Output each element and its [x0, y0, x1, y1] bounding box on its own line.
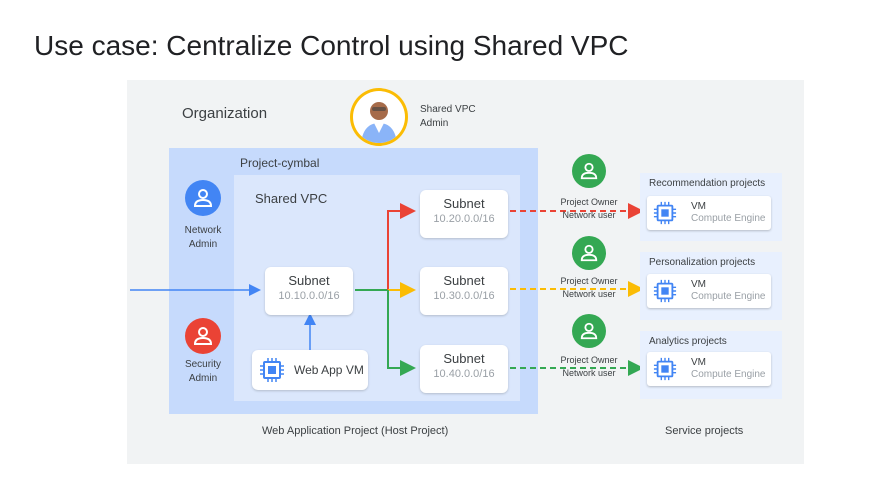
- person-icon: [580, 322, 598, 340]
- host-project-caption: Web Application Project (Host Project): [262, 425, 449, 437]
- subnet-1-label: Subnet: [443, 196, 485, 211]
- subnet-card-3: Subnet 10.40.0.0/16: [420, 345, 508, 393]
- branch-green: [387, 290, 416, 376]
- person-icon: [193, 327, 213, 345]
- project-owner-avatar-3: [572, 314, 606, 348]
- chip-icon: [653, 279, 677, 303]
- branch-red: [387, 203, 416, 290]
- service-project-name-1: Recommendation projects: [649, 178, 766, 189]
- subnet-card-1: Subnet 10.20.0.0/16: [420, 190, 508, 238]
- subnet-3-cidr: 10.40.0.0/16: [433, 368, 495, 380]
- project-owner-avatar-2: [572, 236, 606, 270]
- slide-title: Use case: Centralize Control using Share…: [34, 30, 629, 61]
- subnet-2-label: Subnet: [443, 273, 485, 288]
- network-admin-line1: Network: [184, 225, 222, 236]
- admin-label-line2: Admin: [420, 118, 449, 129]
- service-vm-label-1: VM: [691, 201, 706, 212]
- subnet-card-2: Subnet 10.30.0.0/16: [420, 267, 508, 315]
- service-vm-label-3: VM: [691, 357, 706, 368]
- admin-person-icon: [361, 102, 397, 143]
- chip-icon: [653, 201, 677, 225]
- role-label-3-line2: Network user: [562, 368, 616, 378]
- role-label-3-line1: Project Owner: [560, 355, 618, 365]
- role-label-1: Project Owner Network user: [551, 196, 627, 222]
- role-label-1-line1: Project Owner: [560, 197, 618, 207]
- role-label-2-line1: Project Owner: [560, 276, 618, 286]
- admin-label: Shared VPC Admin: [420, 103, 476, 131]
- service-project-name-3: Analytics projects: [649, 336, 727, 347]
- person-icon: [193, 189, 213, 207]
- network-admin-line2: Admin: [188, 239, 218, 250]
- web-app-vm-card: Web App VM: [252, 350, 368, 390]
- service-engine-label-1: Compute Engine: [691, 213, 766, 224]
- service-engine-label-2: Compute Engine: [691, 291, 766, 302]
- security-admin-line2: Admin: [188, 373, 218, 384]
- network-admin-avatar: [185, 180, 221, 216]
- role-label-1-line2: Network user: [562, 210, 616, 220]
- network-admin-label: Network Admin: [178, 224, 228, 252]
- security-admin-label: Security Admin: [178, 358, 228, 386]
- security-admin-line1: Security: [184, 359, 222, 370]
- main-subnet-cidr: 10.10.0.0/16: [278, 290, 340, 302]
- main-subnet-card: Subnet 10.10.0.0/16: [265, 267, 353, 315]
- service-engine-label-3: Compute Engine: [691, 369, 766, 380]
- subnet-2-cidr: 10.30.0.0/16: [433, 290, 495, 302]
- service-projects-caption: Service projects: [665, 425, 744, 437]
- web-app-vm-label: Web App VM: [294, 363, 364, 377]
- shared-vpc-label: Shared VPC: [255, 191, 328, 206]
- subnet-3-label: Subnet: [443, 351, 485, 366]
- service-vm-card-2: VM Compute Engine: [647, 274, 771, 308]
- person-icon: [580, 244, 598, 262]
- chip-icon: [260, 358, 284, 382]
- service-project-name-2: Personalization projects: [649, 257, 756, 268]
- main-subnet-label: Subnet: [288, 273, 330, 288]
- project-owner-avatar-1: [572, 154, 606, 188]
- organization-label: Organization: [182, 105, 268, 122]
- service-vm-card-3: VM Compute Engine: [647, 352, 771, 386]
- subnet-1-cidr: 10.20.0.0/16: [433, 213, 495, 225]
- role-label-2: Project Owner Network user: [551, 275, 627, 301]
- security-admin-avatar: [185, 318, 221, 354]
- person-icon: [580, 162, 598, 180]
- service-vm-card-1: VM Compute Engine: [647, 196, 771, 230]
- role-label-2-line2: Network user: [562, 289, 616, 299]
- role-label-3: Project Owner Network user: [551, 354, 627, 380]
- admin-label-line1: Shared VPC: [420, 104, 476, 115]
- host-project-name: Project-cymbal: [240, 156, 320, 170]
- chip-icon: [653, 357, 677, 381]
- service-vm-label-2: VM: [691, 279, 706, 290]
- admin-avatar: [350, 88, 408, 146]
